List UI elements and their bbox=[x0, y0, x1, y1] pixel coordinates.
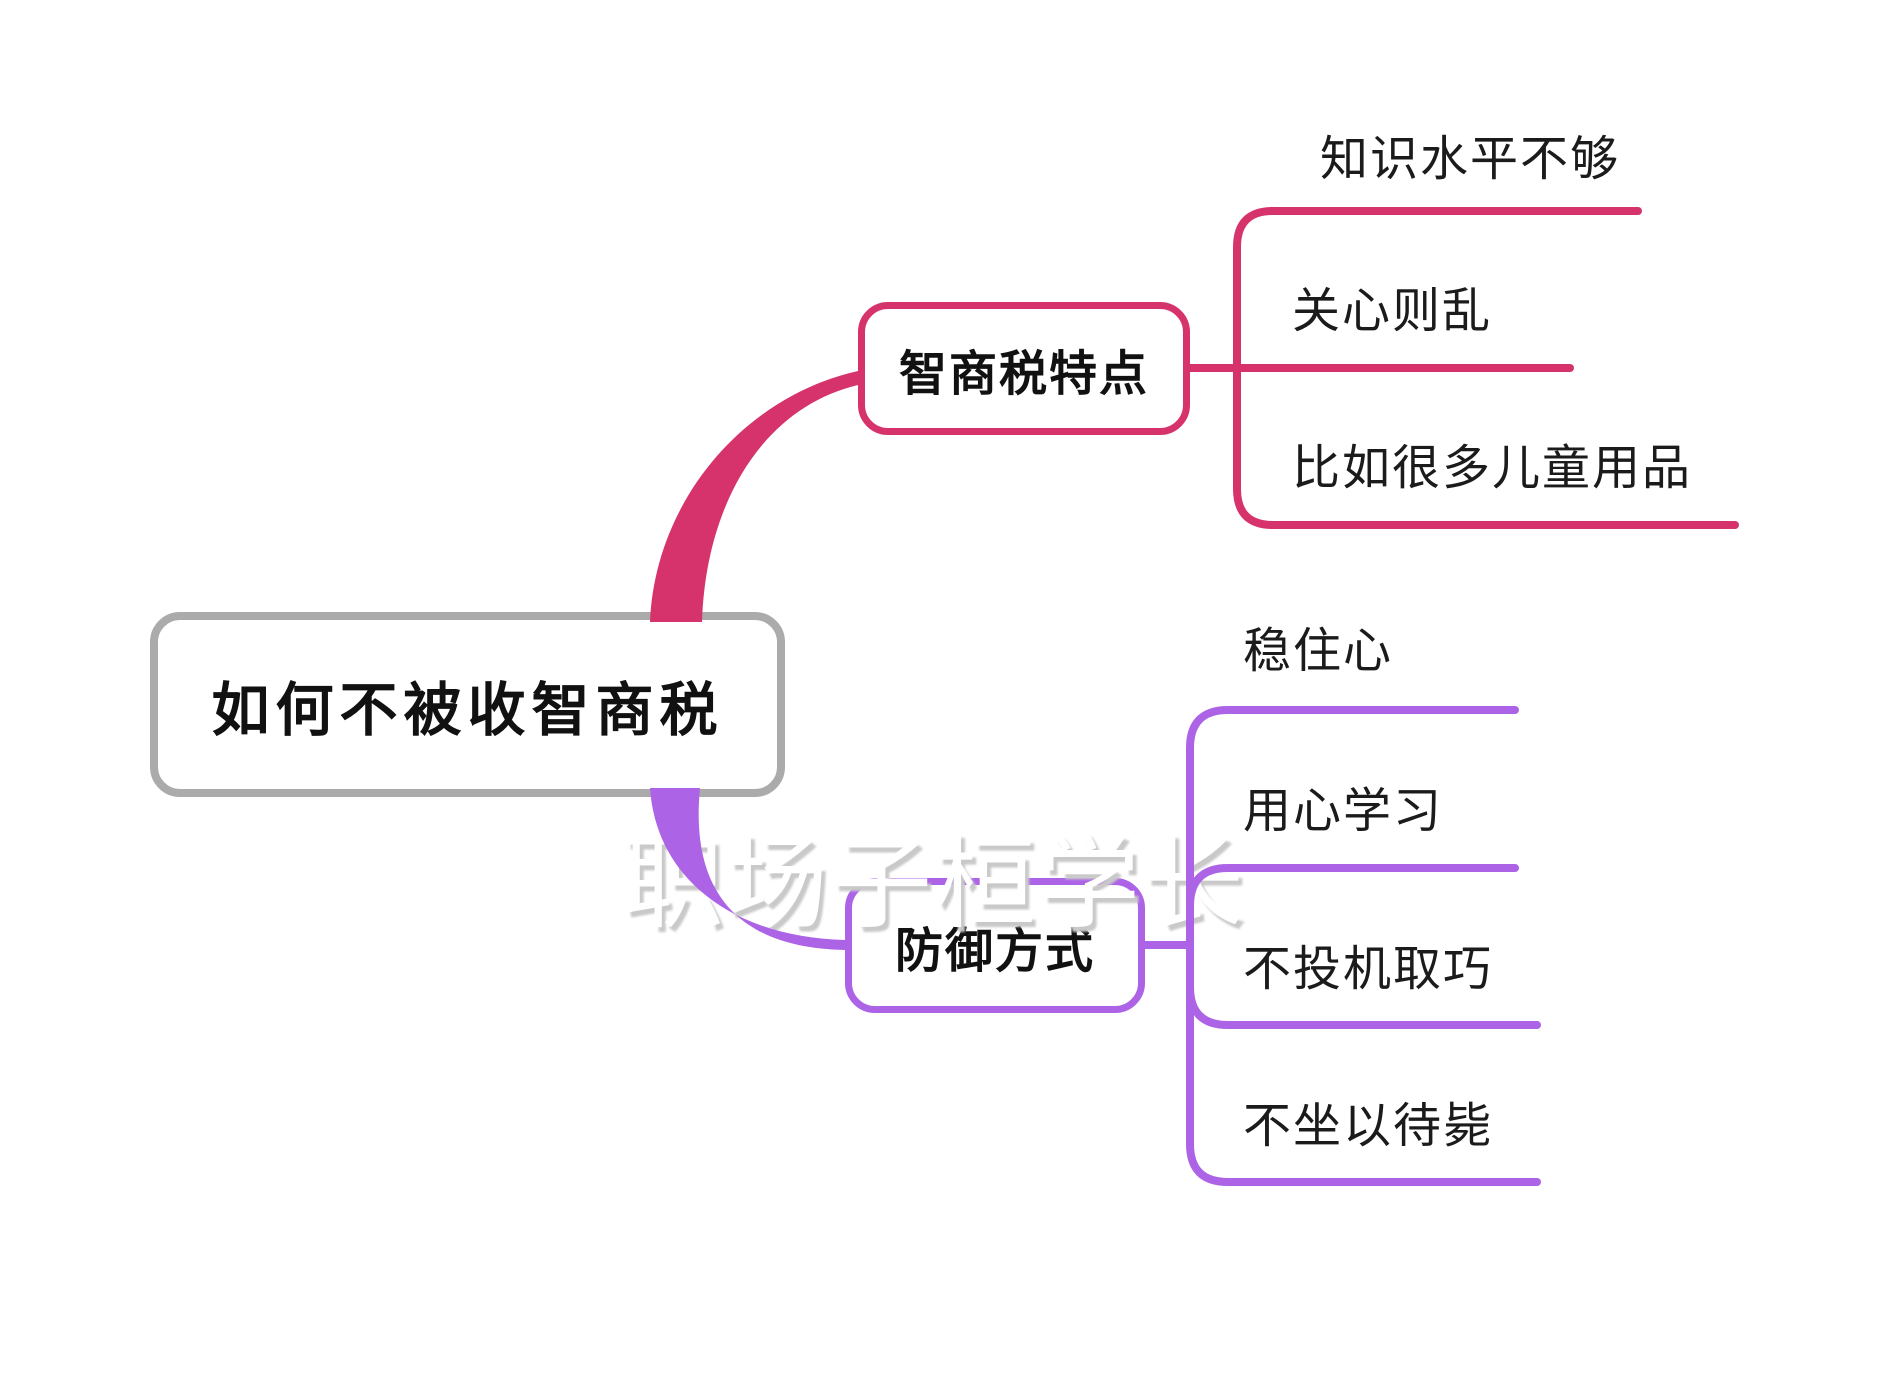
branch-topic-label: 防御方式 bbox=[894, 924, 1095, 978]
root-topic-label: 如何不被收智商税 bbox=[211, 677, 724, 743]
branch-topic-defense-methods[interactable]: 防御方式 bbox=[845, 878, 1145, 1013]
root-topic[interactable]: 如何不被收智商税 bbox=[150, 612, 785, 797]
child-topic[interactable]: 不坐以待毙 bbox=[1243, 1100, 1494, 1153]
child-topic[interactable]: 比如很多儿童用品 bbox=[1292, 442, 1693, 495]
watermark: 职场子桓学长 bbox=[622, 827, 1246, 941]
branch-topic-iq-tax-traits[interactable]: 智商税特点 bbox=[858, 302, 1190, 435]
child-topic[interactable]: 用心学习 bbox=[1243, 785, 1444, 838]
child-topic[interactable]: 稳住心 bbox=[1243, 625, 1394, 678]
child-topic[interactable]: 不投机取巧 bbox=[1243, 943, 1494, 996]
child-topic[interactable]: 知识水平不够 bbox=[1320, 133, 1621, 186]
branch-topic-label: 智商税特点 bbox=[898, 347, 1149, 401]
child-topic[interactable]: 关心则乱 bbox=[1292, 285, 1493, 338]
branch1-main-curve bbox=[650, 371, 858, 622]
